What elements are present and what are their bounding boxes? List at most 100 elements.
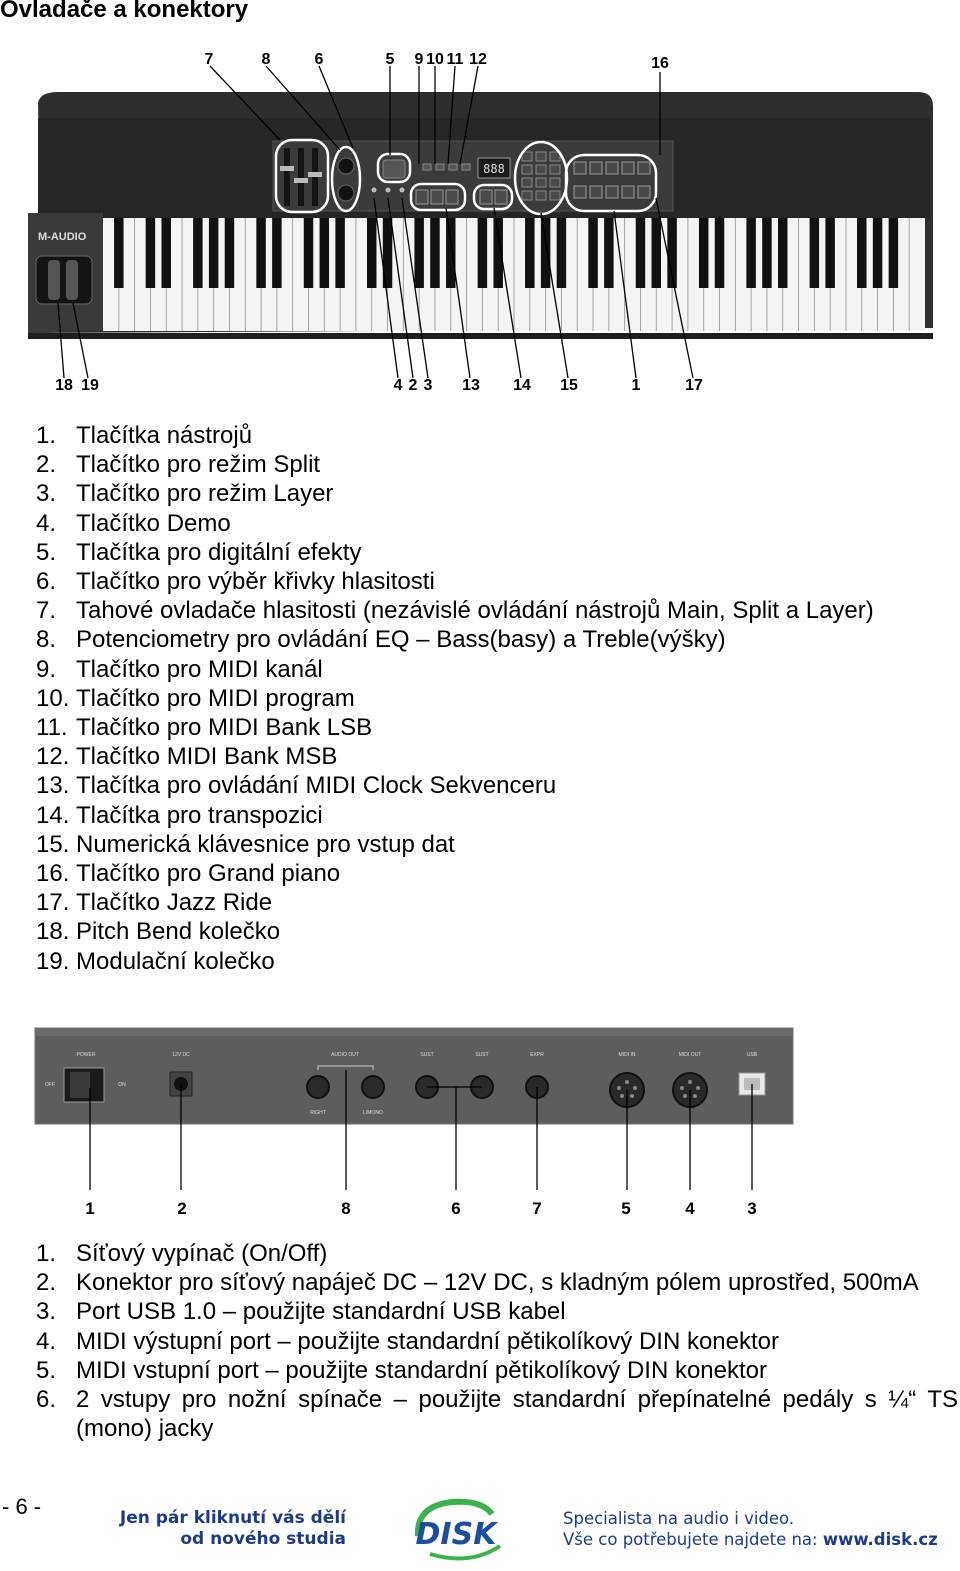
- list-item-number: 8.: [36, 625, 76, 654]
- list-item-number: 1.: [36, 421, 76, 450]
- list-item-number: 11.: [36, 713, 76, 742]
- list-item-number: 9.: [36, 655, 76, 684]
- callout-top-16: 16: [651, 55, 669, 72]
- list-item-text: Tlačítko pro režim Split: [76, 450, 936, 479]
- panel-label-power: POWER: [77, 1052, 96, 1058]
- list-item-number: 15.: [36, 830, 76, 859]
- panel-label-sust2: SUST: [475, 1052, 488, 1058]
- list-item-text: 2 vstupy pro nožní spínače – použijte st…: [76, 1385, 958, 1443]
- list-item-text: Tlačítko pro MIDI program: [76, 684, 936, 713]
- footer-url-link[interactable]: www.disk.cz: [823, 1530, 938, 1549]
- list-item: 17.Tlačítko Jazz Ride: [36, 888, 936, 917]
- list-item-number: 4.: [36, 1327, 76, 1356]
- audio-label-lmono: L/MONO: [363, 1110, 383, 1116]
- list-item-number: 10.: [36, 684, 76, 713]
- callout-bottom-18: 18: [55, 377, 73, 394]
- list-item: 6.2 vstupy pro nožní spínače – použijte …: [36, 1385, 958, 1443]
- list-item-text: Tlačítka nástrojů: [76, 421, 936, 450]
- list-item-text: Numerická klávesnice pro vstup dat: [76, 830, 936, 859]
- rear-callout-8: 8: [341, 1199, 350, 1218]
- rear-callout-1: 1: [85, 1199, 94, 1218]
- list-item-number: 2.: [36, 1268, 76, 1297]
- panel-label-midi-out: MIDI OUT: [679, 1052, 702, 1058]
- list-item: 4.MIDI výstupní port – použijte standard…: [36, 1327, 958, 1356]
- list-item: 3.Tlačítko pro režim Layer: [36, 479, 936, 508]
- list-item-text: MIDI vstupní port – použijte standardní …: [76, 1356, 958, 1385]
- callout-bottom-15: 15: [560, 377, 578, 394]
- list-item-text: Tlačítko pro režim Layer: [76, 479, 936, 508]
- list-item: 15.Numerická klávesnice pro vstup dat: [36, 830, 936, 859]
- callout-top-8: 8: [262, 51, 271, 68]
- callout-top-7: 7: [205, 51, 214, 68]
- list-item-number: 4.: [36, 509, 76, 538]
- panel-label-sust1: SUST: [420, 1052, 433, 1058]
- rear-callout-3: 3: [747, 1199, 756, 1218]
- list-item: 13.Tlačítka pro ovládání MIDI Clock Sekv…: [36, 771, 936, 800]
- list-item-number: 6.: [36, 567, 76, 596]
- list-item: 5.Tlačítka pro digitální efekty: [36, 538, 936, 567]
- list-item-text: Tlačítka pro ovládání MIDI Clock Sekvenc…: [76, 771, 936, 800]
- list-item: 6.Tlačítko pro výběr křivky hlasitosti: [36, 567, 936, 596]
- list-item-text: Modulační kolečko: [76, 947, 936, 976]
- callout-top-5: 5: [386, 51, 395, 68]
- list-item: 2.Tlačítko pro režim Split: [36, 450, 936, 479]
- list-item: 18.Pitch Bend kolečko: [36, 917, 936, 946]
- list-item: 5.MIDI vstupní port – použijte standardn…: [36, 1356, 958, 1385]
- rear-connectors-list: 1.Síťový vypínač (On/Off)2.Konektor pro …: [36, 1239, 958, 1443]
- panel-label-expr: EXPR: [530, 1052, 544, 1058]
- footer-info-line1: Specialista na audio i video.: [563, 1508, 938, 1529]
- panel-label-dc: 12V DC: [172, 1052, 190, 1058]
- switch-label-off: OFF: [45, 1082, 55, 1088]
- list-item-text: Tlačítko pro výběr křivky hlasitosti: [76, 567, 936, 596]
- list-item-text: Tlačítko pro MIDI Bank LSB: [76, 713, 936, 742]
- callout-top-12: 12: [469, 51, 487, 68]
- list-item: 1.Síťový vypínač (On/Off): [36, 1239, 958, 1268]
- list-item-number: 16.: [36, 859, 76, 888]
- list-item-number: 2.: [36, 450, 76, 479]
- list-item-text: Síťový vypínač (On/Off): [76, 1239, 958, 1268]
- rear-callout-6: 6: [451, 1199, 460, 1218]
- switch-label-on: ON: [118, 1082, 126, 1088]
- audio-label-right: RIGHT: [310, 1110, 326, 1116]
- keyboard-figure: 888 M-AUDIO: [18, 48, 960, 398]
- rear-callout-4: 4: [685, 1199, 695, 1218]
- list-item-text: Tlačítko pro Grand piano: [76, 859, 936, 888]
- callout-top-10: 10: [426, 51, 444, 68]
- list-item: 4.Tlačítko Demo: [36, 509, 936, 538]
- list-item-number: 5.: [36, 1356, 76, 1385]
- list-item-text: Tlačítko pro MIDI kanál: [76, 655, 936, 684]
- list-item: 8.Potenciometry pro ovládání EQ – Bass(b…: [36, 625, 936, 654]
- callout-top-6: 6: [315, 51, 324, 68]
- list-item: 19.Modulační kolečko: [36, 947, 936, 976]
- led-display: 888: [483, 162, 505, 176]
- list-item-number: 1.: [36, 1239, 76, 1268]
- list-item: 7.Tahové ovladače hlasitosti (nezávislé …: [36, 596, 936, 625]
- list-item-number: 6.: [36, 1385, 76, 1443]
- list-item: 14.Tlačítka pro transpozici: [36, 801, 936, 830]
- list-item: 11.Tlačítko pro MIDI Bank LSB: [36, 713, 936, 742]
- callout-bottom-14: 14: [513, 377, 531, 394]
- callout-bottom-3: 3: [424, 377, 433, 394]
- callout-bottom-1: 1: [632, 377, 641, 394]
- list-item-number: 14.: [36, 801, 76, 830]
- panel-label-usb: USB: [747, 1052, 758, 1058]
- callout-bottom-2: 2: [409, 377, 418, 394]
- brand-logo: M-AUDIO: [38, 231, 87, 243]
- callout-top-9: 9: [415, 51, 424, 68]
- list-item: 1.Tlačítka nástrojů: [36, 421, 936, 450]
- rear-callout-2: 2: [177, 1199, 186, 1218]
- footer-slogan: Jen pár kliknutí vás dělí od nového stud…: [118, 1508, 346, 1550]
- footer-info: Specialista na audio i video. Vše co pot…: [563, 1508, 938, 1550]
- footer-info-prefix: Vše co potřebujete najdete na:: [563, 1530, 823, 1549]
- list-item-text: Potenciometry pro ovládání EQ – Bass(bas…: [76, 625, 936, 654]
- callout-bottom-17: 17: [685, 377, 703, 394]
- footer-slogan-line1: Jen pár kliknutí vás dělí: [118, 1508, 346, 1529]
- callout-bottom-19: 19: [81, 377, 99, 394]
- footer-slogan-line2: od nového studia: [118, 1529, 346, 1550]
- disk-logo[interactable]: DISK: [400, 1496, 510, 1564]
- list-item: 9.Tlačítko pro MIDI kanál: [36, 655, 936, 684]
- rear-callout-5: 5: [621, 1199, 630, 1218]
- callout-top-11: 11: [447, 51, 464, 68]
- list-item-text: Tlačítko Jazz Ride: [76, 888, 936, 917]
